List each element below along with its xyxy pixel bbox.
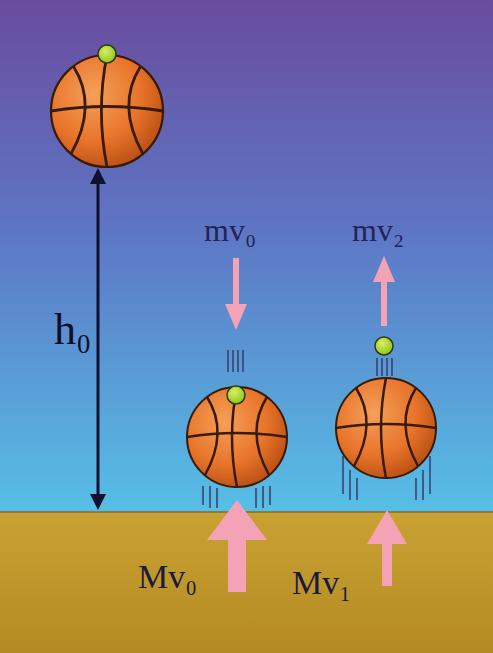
momentum-arrow (225, 258, 247, 330)
basketball (187, 387, 287, 487)
tennis-ball (98, 45, 116, 63)
tennis-ball (227, 386, 245, 404)
momentum-arrow (367, 510, 407, 586)
basketball (336, 378, 436, 478)
sky (0, 0, 493, 512)
momentum-label: mv₂ (352, 214, 404, 246)
height-arrow (90, 168, 106, 510)
momentum-arrow (373, 256, 395, 326)
tennis-ball (375, 337, 393, 355)
momentum-label: mv₀ (204, 214, 256, 246)
basketball (51, 55, 163, 167)
height-label: h₀ (54, 308, 91, 352)
momentum-label: Mv₀ (138, 560, 197, 594)
momentum-arrow (207, 500, 267, 592)
momentum-label: Mv₁ (292, 566, 351, 600)
